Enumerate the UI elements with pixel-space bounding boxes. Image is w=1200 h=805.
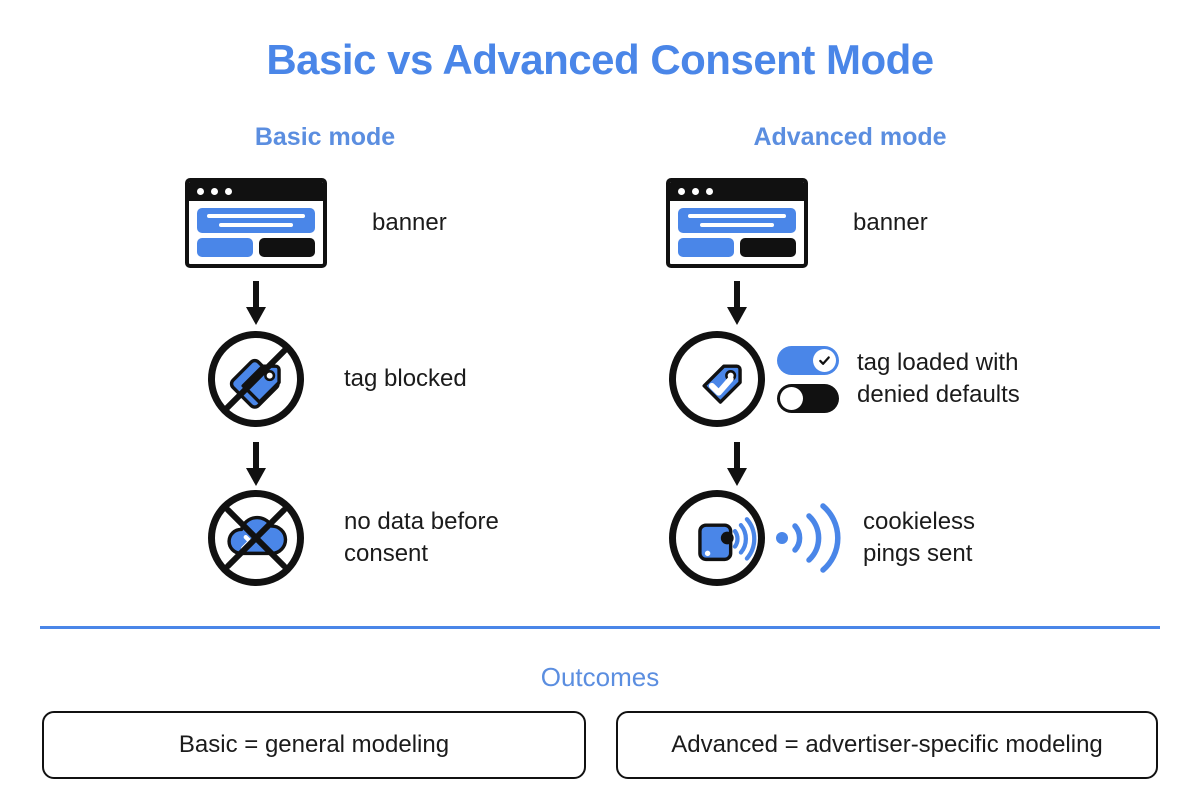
consent-toggle-granted[interactable] bbox=[777, 345, 839, 375]
outcome-box-basic: Basic = general modeling bbox=[42, 711, 586, 779]
window-dot-icon bbox=[225, 188, 232, 195]
banner-accept-button bbox=[678, 238, 734, 257]
cookieless-ping-icon bbox=[669, 490, 765, 586]
basic-step-banner: banner bbox=[185, 178, 447, 268]
consent-toggle-group bbox=[777, 345, 839, 413]
banner-text-line bbox=[700, 223, 774, 227]
banner-titlebar bbox=[670, 182, 804, 201]
window-dot-icon bbox=[678, 188, 685, 195]
banner-titlebar bbox=[189, 182, 323, 201]
column-heading-advanced: Advanced mode bbox=[753, 123, 947, 151]
advanced-step-tag-loaded: tag loaded with denied defaults bbox=[669, 331, 1020, 427]
basic-step-banner-label: banner bbox=[372, 209, 447, 237]
banner-text-block bbox=[678, 208, 796, 233]
banner-body bbox=[189, 201, 323, 264]
window-dot-icon bbox=[692, 188, 699, 195]
window-dot-icon bbox=[211, 188, 218, 195]
page-title: Basic vs Advanced Consent Mode bbox=[266, 36, 934, 83]
banner-window-icon bbox=[666, 178, 808, 268]
banner-button-row bbox=[678, 238, 796, 257]
window-dot-icon bbox=[706, 188, 713, 195]
advanced-step-tag-loaded-label: tag loaded with denied defaults bbox=[857, 349, 1020, 408]
banner-text-block bbox=[197, 208, 315, 233]
flow-arrow-down-icon bbox=[246, 281, 266, 325]
column-heading-basic: Basic mode bbox=[254, 123, 396, 151]
banner-text-line bbox=[207, 214, 305, 218]
advanced-step-cookieless-pings-label: cookieless pings sent bbox=[863, 508, 976, 567]
basic-step-tag-blocked-label: tag blocked bbox=[344, 365, 467, 393]
banner-text-line bbox=[688, 214, 786, 218]
banner-button-row bbox=[197, 238, 315, 257]
banner-reject-button bbox=[259, 238, 315, 257]
banner-text-line bbox=[219, 223, 293, 227]
basic-step-no-data-label: no data before consent bbox=[344, 508, 499, 567]
consent-toggle-denied[interactable] bbox=[777, 383, 839, 413]
window-dot-icon bbox=[197, 188, 204, 195]
check-icon bbox=[819, 355, 830, 365]
signal-waves-icon bbox=[776, 503, 841, 573]
advanced-step-banner: banner bbox=[666, 178, 928, 268]
banner-body bbox=[670, 201, 804, 264]
banner-reject-button bbox=[740, 238, 796, 257]
banner-accept-button bbox=[197, 238, 253, 257]
advanced-step-banner-label: banner bbox=[853, 209, 928, 237]
flow-arrow-down-icon bbox=[727, 442, 747, 486]
outcome-box-advanced: Advanced = advertiser-specific modeling bbox=[616, 711, 1158, 779]
advanced-step-cookieless-pings: cookieless pings sent bbox=[669, 490, 975, 586]
banner-window-icon bbox=[185, 178, 327, 268]
tag-check-icon bbox=[669, 331, 765, 427]
flow-arrow-down-icon bbox=[246, 442, 266, 486]
toggle-knob bbox=[780, 386, 803, 410]
basic-step-tag-blocked: tag blocked bbox=[208, 331, 467, 427]
toggle-knob bbox=[813, 348, 836, 372]
flow-arrow-down-icon bbox=[727, 281, 747, 325]
section-divider bbox=[40, 626, 1160, 629]
basic-step-no-data: no data before consent bbox=[208, 490, 499, 586]
outcomes-heading: Outcomes bbox=[540, 662, 660, 692]
cloud-blocked-icon bbox=[208, 490, 304, 586]
tag-blocked-icon bbox=[208, 331, 304, 427]
